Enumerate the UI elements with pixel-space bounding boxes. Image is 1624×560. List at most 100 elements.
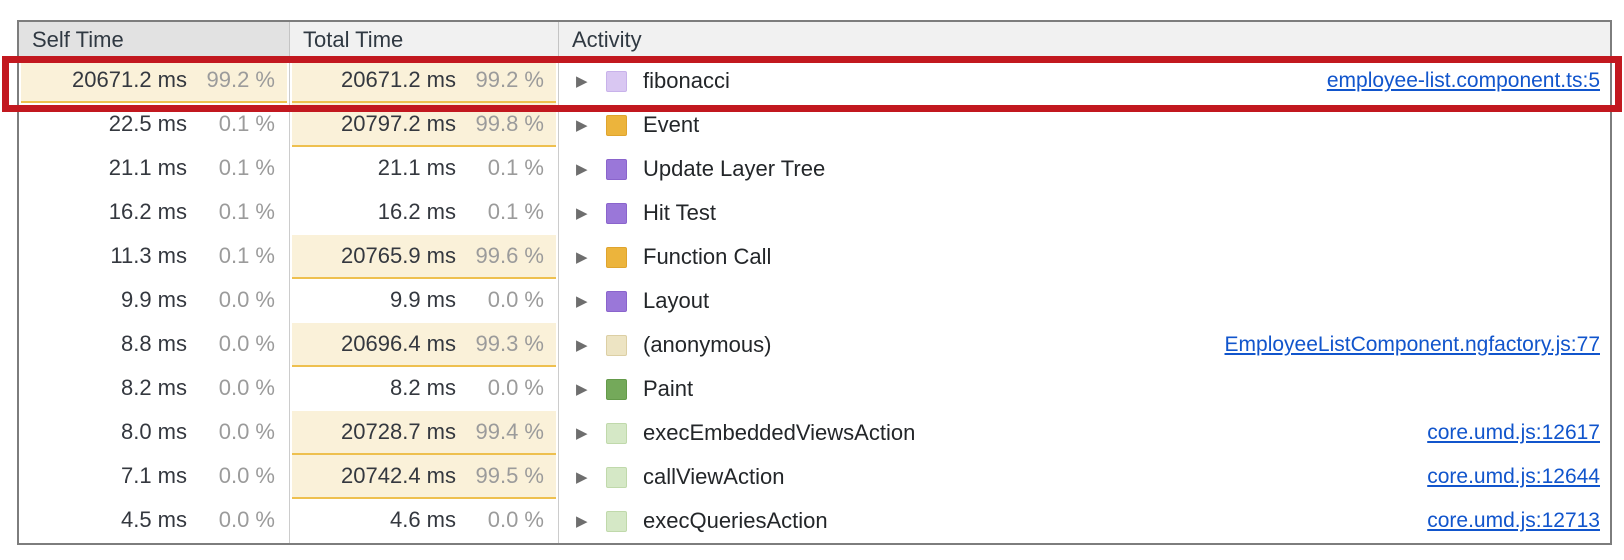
column-header-activity-label: Activity	[572, 27, 642, 52]
activity-cell: ▶ execQueriesAction core.umd.js:12713	[559, 499, 1610, 543]
table-row[interactable]: 8.8 ms 0.0 % 20696.4 ms 99.3 % ▶ (anonym…	[19, 323, 1610, 367]
self-time-value: 8.0 ms	[120, 419, 187, 444]
expand-arrow-icon[interactable]: ▶	[576, 381, 588, 398]
activity-cell-fill: ▶ Event	[559, 103, 1610, 147]
total-time-cell: 20671.2 ms 99.2 %	[290, 59, 559, 103]
self-time-cell: 9.9 ms 0.0 %	[19, 279, 290, 323]
total-time-cell-fill: 20742.4 ms 99.5 %	[292, 455, 556, 499]
source-link[interactable]: core.umd.js:12713	[1427, 509, 1600, 532]
activity-cell-fill: ▶ Function Call	[559, 235, 1610, 279]
total-time-cell: 16.2 ms 0.1 %	[290, 191, 559, 235]
table-row[interactable]: 20671.2 ms 99.2 % 20671.2 ms 99.2 % ▶ fi…	[19, 59, 1610, 103]
total-time-percent: 0.0 %	[487, 507, 544, 532]
total-time-cell-fill: 4.6 ms 0.0 %	[292, 499, 556, 543]
table-row[interactable]: 8.2 ms 0.0 % 8.2 ms 0.0 % ▶ Paint	[19, 367, 1610, 411]
expand-arrow-icon[interactable]: ▶	[576, 513, 588, 530]
table-row[interactable]: 9.9 ms 0.0 % 9.9 ms 0.0 % ▶ Layout	[19, 279, 1610, 323]
activity-cell: ▶ fibonacci employee-list.component.ts:5	[559, 59, 1610, 103]
activity-label: Hit Test	[643, 200, 716, 225]
column-header-total-time[interactable]: Total Time	[290, 22, 559, 59]
expand-arrow-icon[interactable]: ▶	[576, 161, 588, 178]
expand-arrow-icon[interactable]: ▶	[576, 293, 588, 310]
source-link[interactable]: EmployeeListComponent.ngfactory.js:77	[1224, 333, 1600, 356]
table-row[interactable]: 8.0 ms 0.0 % 20728.7 ms 99.4 % ▶ execEmb…	[19, 411, 1610, 455]
total-time-value: 16.2 ms	[377, 199, 456, 224]
self-time-cell: 8.8 ms 0.0 %	[19, 323, 290, 367]
self-time-percent: 0.0 %	[218, 419, 275, 444]
total-time-value: 4.6 ms	[389, 507, 456, 532]
total-time-percent: 0.0 %	[487, 375, 544, 400]
activity-cell-fill: ▶ execQueriesAction core.umd.js:12713	[559, 499, 1610, 543]
activity-cell-fill: ▶ callViewAction core.umd.js:12644	[559, 455, 1610, 499]
self-time-percent: 0.1 %	[218, 243, 275, 268]
expand-arrow-icon[interactable]: ▶	[576, 337, 588, 354]
expand-arrow-icon[interactable]: ▶	[576, 425, 588, 442]
self-time-cell-fill: 7.1 ms 0.0 %	[21, 455, 287, 499]
table-row[interactable]: 21.1 ms 0.1 % 21.1 ms 0.1 % ▶ Update Lay…	[19, 147, 1610, 191]
category-color-swatch-icon	[606, 290, 627, 312]
total-time-value: 20696.4 ms	[341, 331, 456, 356]
total-time-percent: 99.3 %	[475, 331, 545, 356]
activity-cell-fill: ▶ Layout	[559, 279, 1610, 323]
self-time-cell-fill: 8.0 ms 0.0 %	[21, 411, 287, 455]
total-time-cell: 9.9 ms 0.0 %	[290, 279, 559, 323]
activity-cell: ▶ Event	[559, 103, 1610, 147]
self-time-cell-fill: 16.2 ms 0.1 %	[21, 191, 287, 235]
activity-label: Event	[643, 112, 700, 137]
bottom-up-datagrid: Self Time Total Time Activity 20671.2 ms…	[17, 20, 1612, 545]
total-time-value: 20797.2 ms	[341, 111, 456, 136]
self-time-value: 21.1 ms	[108, 155, 187, 180]
self-time-cell: 21.1 ms 0.1 %	[19, 147, 290, 191]
self-time-percent: 0.1 %	[218, 155, 275, 180]
self-time-cell-fill: 9.9 ms 0.0 %	[21, 279, 287, 323]
self-time-value: 8.8 ms	[120, 331, 187, 356]
activity-cell-fill: ▶ fibonacci employee-list.component.ts:5	[559, 59, 1610, 103]
self-time-value: 22.5 ms	[108, 111, 187, 136]
self-time-value: 8.2 ms	[120, 375, 187, 400]
column-header-activity[interactable]: Activity	[559, 22, 1610, 59]
self-time-cell: 16.2 ms 0.1 %	[19, 191, 290, 235]
table-row[interactable]: 4.5 ms 0.0 % 4.6 ms 0.0 % ▶ execQueriesA…	[19, 499, 1610, 543]
expand-arrow-icon[interactable]: ▶	[576, 205, 588, 222]
column-header-self-time[interactable]: Self Time	[19, 22, 290, 59]
total-time-value: 20765.9 ms	[341, 243, 456, 268]
total-time-cell-fill: 20696.4 ms 99.3 %	[292, 323, 556, 367]
self-time-value: 4.5 ms	[120, 507, 187, 532]
self-time-cell: 4.5 ms 0.0 %	[19, 499, 290, 543]
total-time-cell: 20742.4 ms 99.5 %	[290, 455, 559, 499]
total-time-value: 8.2 ms	[389, 375, 456, 400]
expand-arrow-icon[interactable]: ▶	[576, 73, 588, 90]
self-time-percent: 0.0 %	[218, 463, 275, 488]
total-time-cell-fill: 20671.2 ms 99.2 %	[292, 59, 556, 103]
total-time-percent: 0.0 %	[487, 287, 544, 312]
total-time-value: 20671.2 ms	[341, 67, 456, 92]
self-time-value: 9.9 ms	[120, 287, 187, 312]
total-time-value: 20742.4 ms	[341, 463, 456, 488]
activity-label: (anonymous)	[643, 332, 772, 357]
activity-cell: ▶ Update Layer Tree	[559, 147, 1610, 191]
self-time-percent: 0.0 %	[218, 507, 275, 532]
total-time-value: 21.1 ms	[377, 155, 456, 180]
total-time-percent: 0.1 %	[487, 199, 544, 224]
activity-label: Function Call	[643, 244, 772, 269]
source-link[interactable]: employee-list.component.ts:5	[1326, 69, 1600, 92]
total-time-cell: 20696.4 ms 99.3 %	[290, 323, 559, 367]
category-color-swatch-icon	[606, 422, 627, 444]
source-link[interactable]: core.umd.js:12617	[1427, 421, 1600, 444]
expand-arrow-icon[interactable]: ▶	[576, 117, 588, 134]
activity-cell: ▶ (anonymous) EmployeeListComponent.ngfa…	[559, 323, 1610, 367]
total-time-cell-fill: 21.1 ms 0.1 %	[292, 147, 556, 191]
expand-arrow-icon[interactable]: ▶	[576, 469, 588, 486]
self-time-value: 16.2 ms	[108, 199, 187, 224]
self-time-cell: 11.3 ms 0.1 %	[19, 235, 290, 279]
table-row[interactable]: 16.2 ms 0.1 % 16.2 ms 0.1 % ▶ Hit Test	[19, 191, 1610, 235]
category-color-swatch-icon	[606, 466, 627, 488]
table-row[interactable]: 22.5 ms 0.1 % 20797.2 ms 99.8 % ▶ Event	[19, 103, 1610, 147]
expand-arrow-icon[interactable]: ▶	[576, 249, 588, 266]
activity-cell: ▶ Hit Test	[559, 191, 1610, 235]
total-time-percent: 99.4 %	[475, 419, 545, 444]
table-row[interactable]: 7.1 ms 0.0 % 20742.4 ms 99.5 % ▶ callVie…	[19, 455, 1610, 499]
total-time-percent: 99.5 %	[475, 463, 545, 488]
source-link[interactable]: core.umd.js:12644	[1427, 465, 1600, 488]
table-row[interactable]: 11.3 ms 0.1 % 20765.9 ms 99.6 % ▶ Functi…	[19, 235, 1610, 279]
